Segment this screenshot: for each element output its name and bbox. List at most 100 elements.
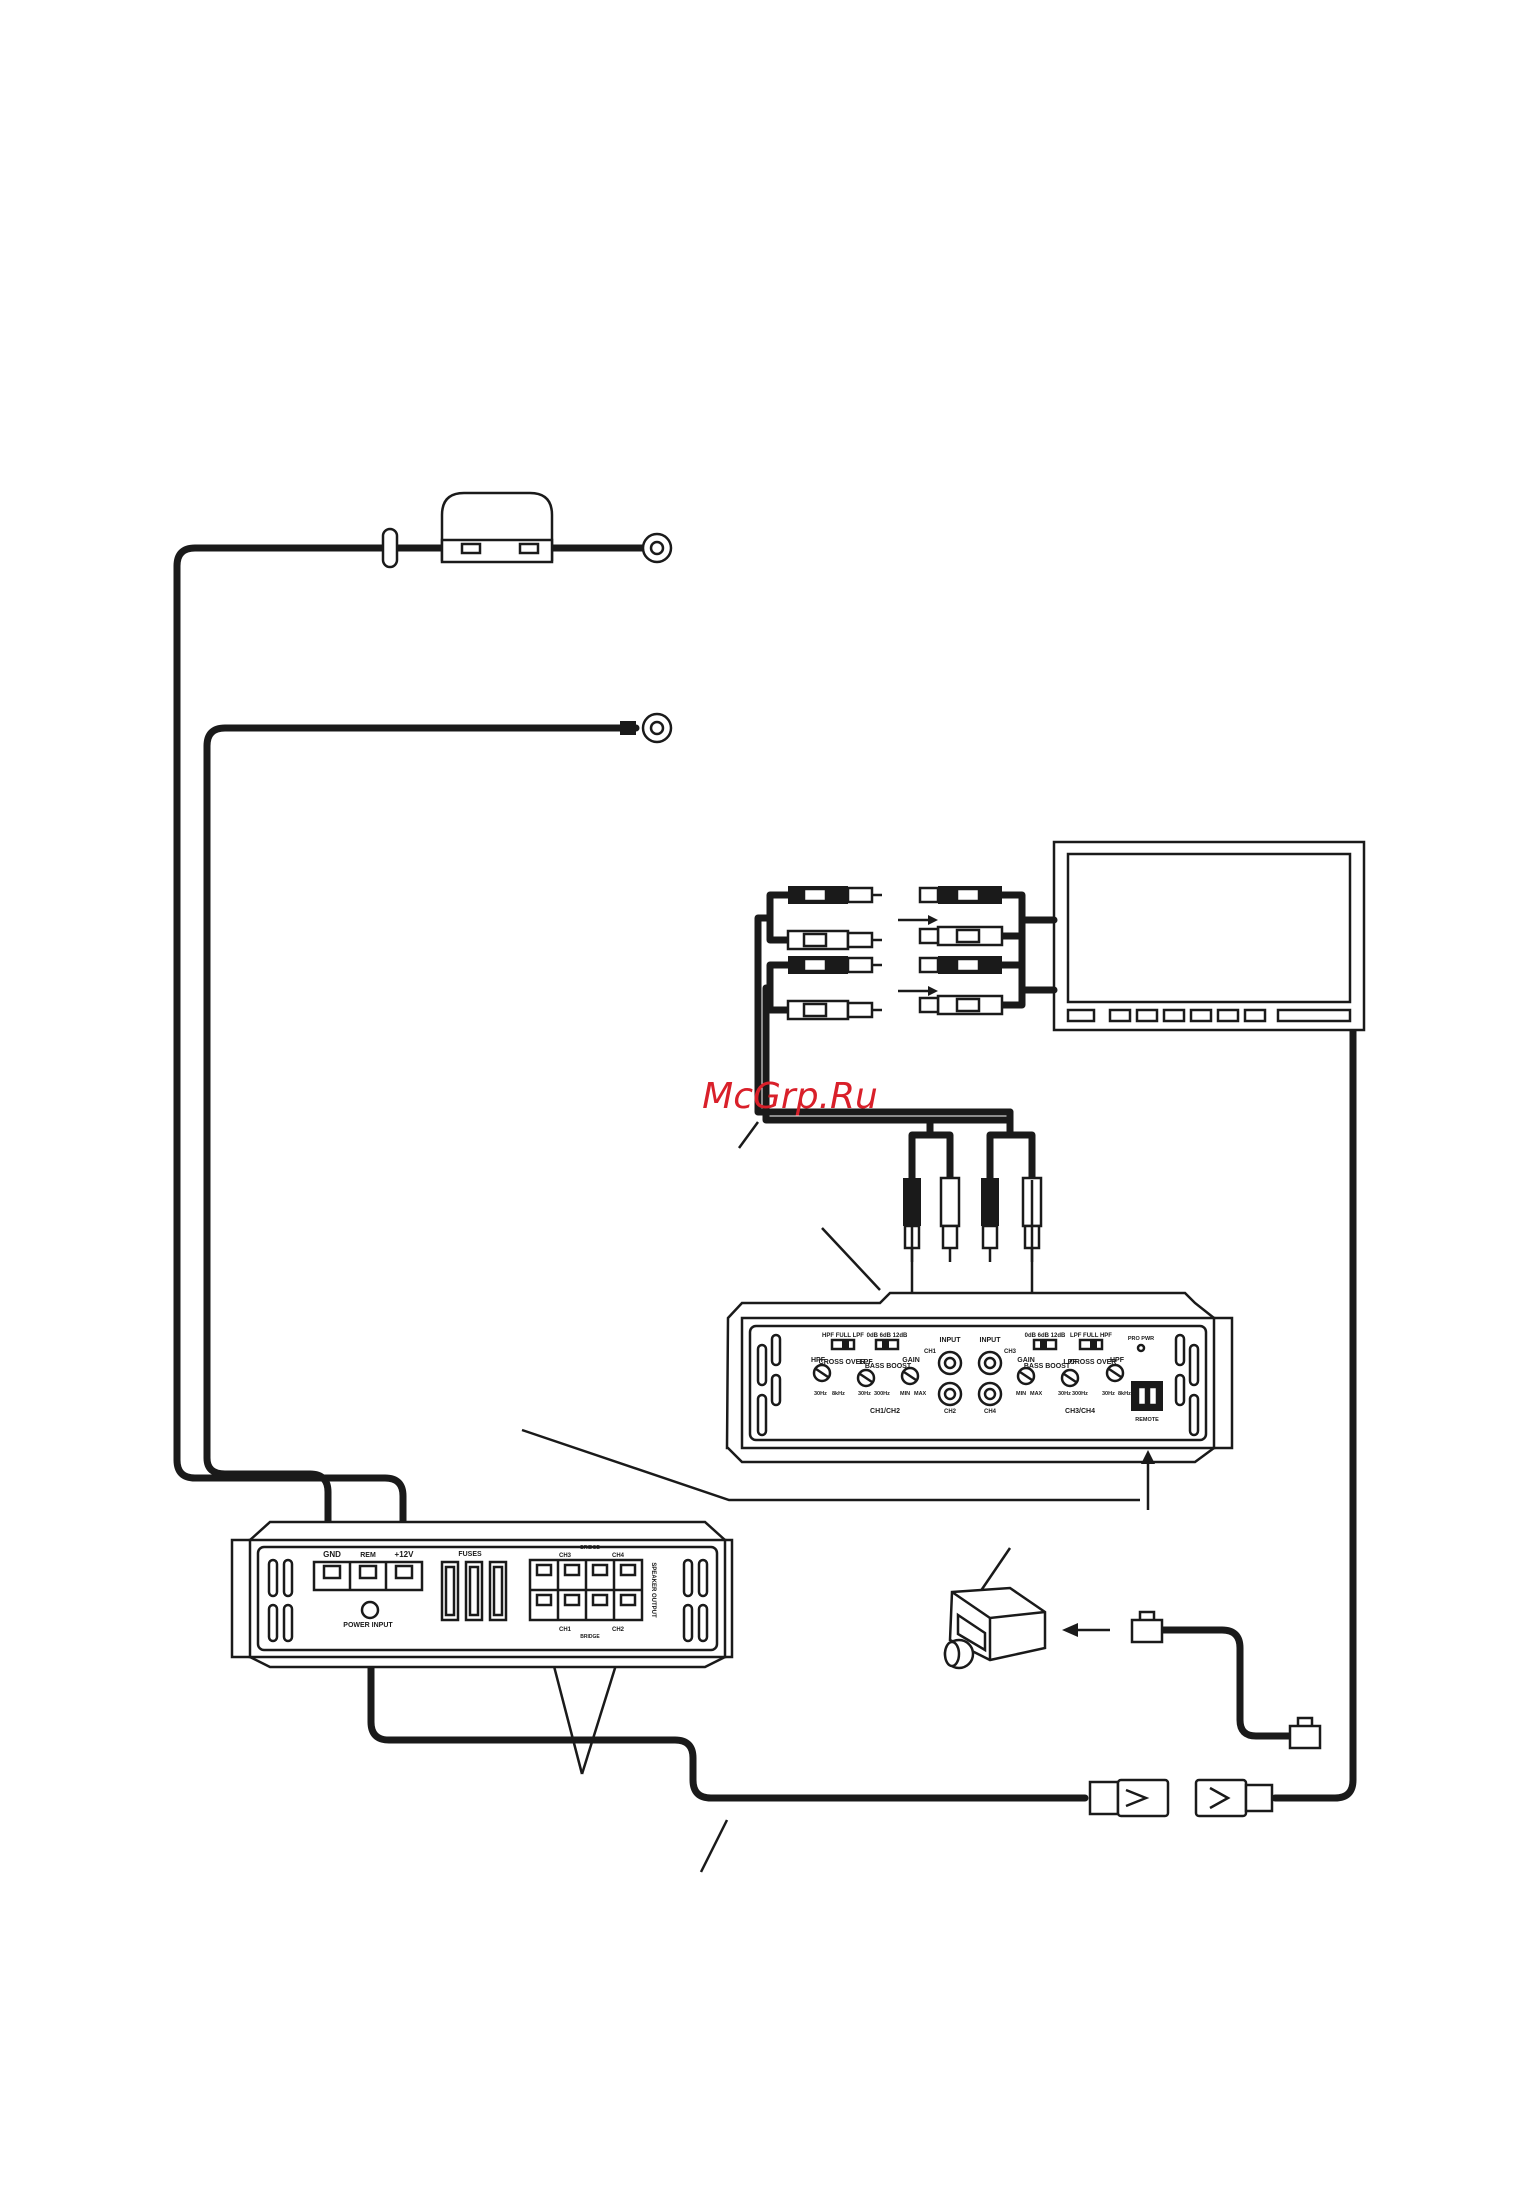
master-power-input-label: POWER INPUT	[343, 1622, 393, 1629]
power-terminal-block-icon	[312, 1560, 424, 1592]
slave-label-gain-left: GAIN	[902, 1357, 920, 1364]
slave-range-left-5: MAX	[914, 1391, 927, 1397]
ground-ring-terminal-icon	[620, 712, 673, 744]
bass-remote-controller-icon	[943, 1586, 1047, 1670]
master-ch3-label: CH3	[559, 1553, 572, 1559]
slave-label-gain-right: GAIN	[1017, 1357, 1035, 1364]
rca-plug-icon	[788, 886, 882, 904]
connect-arrow-icon	[898, 915, 938, 925]
svg-text:HPF FULL LPF: HPF FULL LPF	[822, 1333, 864, 1339]
slave-remote-label: REMOTE	[1135, 1417, 1159, 1423]
slave-range-left-1: 8kHz	[832, 1391, 845, 1397]
master-ch1-label: CH1	[559, 1627, 572, 1633]
slave-range-right-5: 8kHz	[1118, 1391, 1131, 1397]
master-12v-label: +12V	[395, 1550, 415, 1559]
rca-y-cables	[754, 886, 1036, 1182]
slave-ch4: CH4	[984, 1409, 997, 1415]
gain-knob-icon	[900, 1366, 920, 1386]
slave-label-crossover-right: CROSS OVER	[1070, 1359, 1117, 1366]
master-gnd-label: GND	[323, 1550, 341, 1559]
head-unit-remote-wire	[1271, 1026, 1357, 1802]
remote-connector-male-icon	[1088, 1778, 1170, 1818]
leader-lines	[521, 1121, 1140, 1873]
slave-boost-right-2: 12dB	[1051, 1333, 1066, 1339]
power-wire	[173, 544, 650, 1554]
slave-label-boost-right: BASS BOOST	[1024, 1363, 1071, 1370]
rca-plug-icon	[981, 1178, 999, 1262]
slave-switch-right-0: LPF	[1070, 1333, 1082, 1339]
rca-plug-icon	[939, 1176, 961, 1262]
remote-arrow-icon	[1141, 1450, 1155, 1510]
rca-plug-icon	[918, 925, 1004, 947]
slave-boost-left-1: 6dB	[880, 1333, 892, 1339]
lpf-knob-icon	[1060, 1368, 1080, 1388]
connect-arrow-icon	[898, 986, 938, 996]
inline-fuse-icon	[381, 527, 399, 569]
fuse-icon	[440, 1560, 460, 1622]
remote-port-icon	[1131, 1381, 1163, 1411]
remote-wire	[367, 1608, 1089, 1802]
slave-range-right-4: 30Hz	[1102, 1391, 1115, 1397]
rca-jack-ch2-icon	[937, 1381, 963, 1407]
rca-jack-ch4-icon	[977, 1381, 1003, 1407]
slave-switch-right-2: HPF	[1100, 1333, 1112, 1339]
slave-range-right-3: 300Hz	[1072, 1391, 1088, 1397]
slave-ch3: CH3	[1004, 1349, 1017, 1355]
fuse-icon	[464, 1560, 484, 1622]
rca-plug-icon	[786, 929, 882, 951]
right-switch-icon	[1078, 1338, 1104, 1351]
right-boost-switch-icon	[1032, 1338, 1058, 1351]
rca-plug-icon	[918, 956, 1002, 974]
rca-plug-icon	[786, 999, 882, 1021]
lpf-knob-icon	[856, 1368, 876, 1388]
svg-text:0dB 6dB 12dB: 0dB 6dB 12dB	[1025, 1333, 1066, 1339]
battery-ring-terminal-icon	[641, 532, 673, 564]
vertical-rca-plugs	[903, 1176, 1043, 1262]
speaker-terminal-block-icon	[528, 1558, 644, 1622]
rca-plug-icon	[788, 956, 882, 974]
slave-label-lpf-left: LPF	[859, 1359, 873, 1366]
hpf-knob-icon	[812, 1363, 832, 1383]
slave-range-right-1: MAX	[1030, 1391, 1043, 1397]
head-unit-icon	[1052, 840, 1366, 1032]
gain-knob-icon	[1016, 1366, 1036, 1386]
controller-arrow-icon	[1062, 1623, 1110, 1637]
head-unit-rca-outputs	[918, 886, 1058, 1016]
slave-range-left-4: MIN	[900, 1391, 910, 1397]
slave-boost-left-2: 12dB	[893, 1333, 908, 1339]
pro-pwr-led-icon	[1136, 1343, 1146, 1353]
ground-wire	[203, 724, 640, 1554]
slave-group-right: CH3/CH4	[1065, 1408, 1095, 1415]
slave-amplifier: HPF FULL LPF 0dB 6dB 12dB HPF CROSS OVER…	[725, 1291, 1234, 1464]
slave-range-left-0: 30Hz	[814, 1391, 827, 1397]
slave-boost-left-0: 0dB	[867, 1333, 879, 1339]
slave-label-lpf-right: LPF	[1063, 1359, 1077, 1366]
slave-range-right-0: MIN	[1016, 1391, 1026, 1397]
rca-plug-icon	[918, 886, 1002, 904]
rca-jack-ch1-icon	[937, 1350, 963, 1376]
slave-group-left: CH1/CH2	[870, 1408, 900, 1415]
slave-switch-left-2: LPF	[853, 1333, 865, 1339]
slave-label-hpf-left: HPF	[811, 1357, 826, 1364]
master-amplifier: GND REM +12V POWER INPUT FUSES SPEAKER O…	[230, 1520, 734, 1669]
slave-range-right-2: 30Hz	[1058, 1391, 1071, 1397]
slave-switch-left-0: HPF	[822, 1333, 834, 1339]
rj-plug-icon	[1288, 1716, 1322, 1750]
slave-input-left: INPUT	[940, 1337, 962, 1344]
rca-plug-icon	[918, 994, 1004, 1016]
master-ch2-label: CH2	[612, 1627, 625, 1633]
rj-plug-icon	[1130, 1610, 1164, 1644]
slave-pro-pwr: PRO PWR	[1128, 1336, 1154, 1342]
left-boost-switch-icon	[874, 1338, 900, 1351]
slave-range-left-3: 300Hz	[874, 1391, 890, 1397]
slave-label-hpf-right: HPF	[1110, 1357, 1125, 1364]
master-bridge-label-bottom: BRIDGE	[580, 1634, 600, 1640]
slave-boost-right-0: 0dB	[1025, 1333, 1037, 1339]
slave-ch2: CH2	[944, 1409, 957, 1415]
watermark: McGrp.Ru	[702, 1076, 878, 1117]
slave-switch-right-1: FULL	[1083, 1333, 1099, 1339]
master-speaker-output-label: SPEAKER OUTPUT	[650, 1562, 656, 1618]
remote-connector-female-icon	[1194, 1778, 1274, 1818]
slave-input-right: INPUT	[980, 1337, 1002, 1344]
fuse-holder-icon	[440, 491, 554, 564]
